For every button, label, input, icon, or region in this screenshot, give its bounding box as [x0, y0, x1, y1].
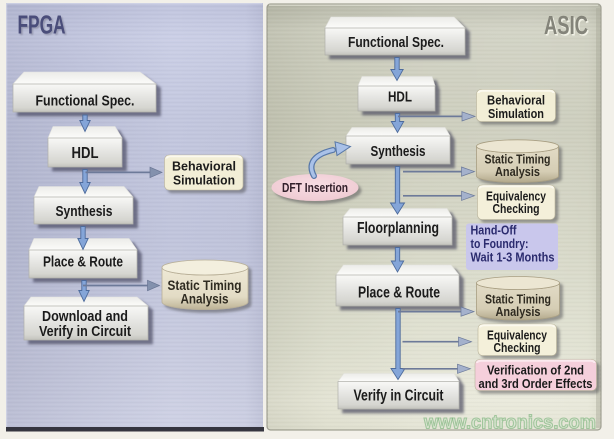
svg-text:Verification of 2nd: Verification of 2nd [487, 363, 584, 378]
svg-text:HDL: HDL [388, 89, 412, 106]
svg-text:FPGA: FPGA [19, 13, 67, 41]
svg-text:Wait 1-3 Months: Wait 1-3 Months [471, 250, 555, 265]
svg-text:ASIC: ASIC [545, 11, 589, 41]
svg-text:ASIC: ASIC [544, 10, 588, 40]
svg-text:Functional Spec.: Functional Spec. [36, 93, 135, 110]
svg-text:Static Timing: Static Timing [485, 153, 551, 167]
svg-text:Place & Route: Place & Route [358, 285, 440, 302]
svg-text:Analysis: Analysis [495, 165, 540, 179]
svg-text:Equivalency: Equivalency [487, 329, 547, 343]
svg-text:Verify in Circuit: Verify in Circuit [354, 388, 444, 405]
svg-text:Analysis: Analysis [496, 305, 541, 319]
svg-text:and 3rd Order Effects: and 3rd Order Effects [479, 376, 593, 391]
svg-text:Equivalency: Equivalency [486, 190, 546, 204]
svg-text:to Foundry:: to Foundry: [471, 236, 529, 251]
svg-text:www.cntronics.com: www.cntronics.com [423, 413, 596, 434]
svg-text:Place & Route: Place & Route [43, 254, 123, 271]
svg-text:Behavioral: Behavioral [172, 159, 236, 174]
svg-text:Static Timing: Static Timing [485, 293, 551, 307]
svg-text:HDL: HDL [72, 145, 99, 162]
svg-text:Synthesis: Synthesis [56, 203, 113, 220]
svg-text:Behavioral: Behavioral [487, 94, 545, 108]
svg-text:FPGA: FPGA [18, 12, 66, 40]
svg-text:Analysis: Analysis [181, 292, 229, 307]
svg-text:Simulation: Simulation [488, 107, 544, 121]
svg-text:Simulation: Simulation [173, 173, 235, 188]
svg-text:Functional Spec.: Functional Spec. [348, 34, 444, 51]
svg-text:Checking: Checking [493, 202, 540, 216]
svg-text:Floorplanning: Floorplanning [357, 220, 439, 237]
svg-text:Hand-Off: Hand-Off [471, 223, 518, 238]
svg-text:Verify in Circuit: Verify in Circuit [39, 324, 131, 340]
svg-text:Checking: Checking [494, 341, 541, 355]
svg-text:DFT Insertion: DFT Insertion [282, 180, 348, 195]
svg-text:Download and: Download and [42, 309, 128, 325]
svg-text:Synthesis: Synthesis [371, 143, 426, 160]
svg-text:Static Timing: Static Timing [168, 278, 242, 293]
